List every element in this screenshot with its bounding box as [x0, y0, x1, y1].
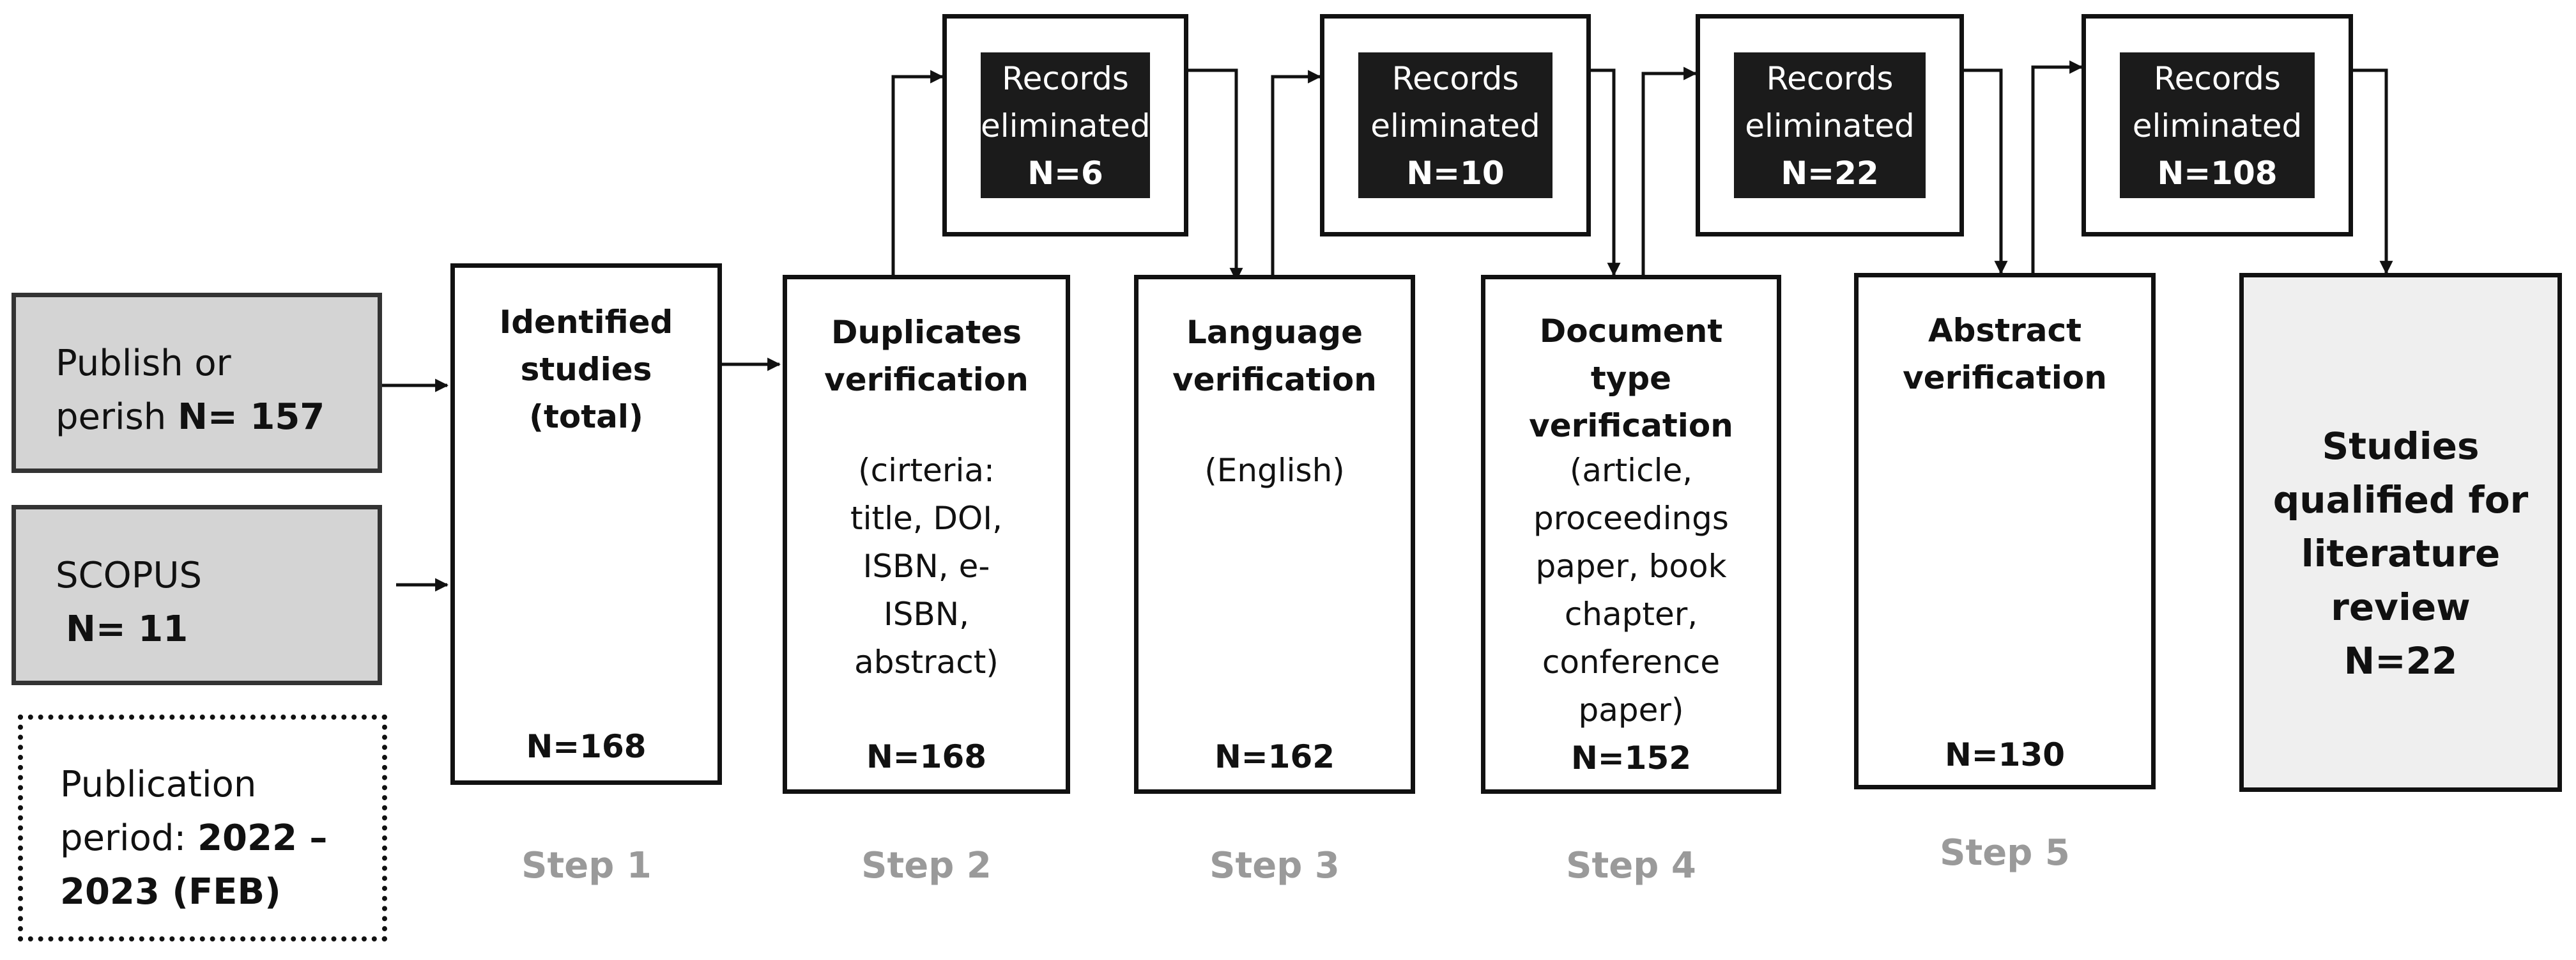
- elim-label: eliminated: [1745, 107, 1915, 144]
- step-count: N=130: [1944, 736, 2066, 773]
- step-criteria: ISBN,: [883, 596, 970, 633]
- elim-label: Records: [1766, 60, 1894, 97]
- source-scopus: SCOPUS N= 11: [12, 505, 382, 685]
- step-criteria: (article,: [1569, 452, 1693, 489]
- period-label: Publication: [60, 764, 257, 805]
- elim-label: Records: [2154, 60, 2281, 97]
- step4-box: Document type verification (article, pro…: [1481, 275, 1781, 794]
- source-count: N= 11: [66, 608, 188, 650]
- step-label-2: Step 2: [861, 845, 992, 886]
- publication-period-note: Publication period: 2022 – 2023 (FEB): [18, 715, 387, 941]
- source-label: SCOPUS: [56, 555, 203, 596]
- step-criteria: proceedings: [1533, 500, 1729, 537]
- step-criteria: paper, book: [1535, 548, 1727, 585]
- step2-box: Duplicates verification (cirteria: title…: [783, 275, 1070, 794]
- step-title: Identified: [499, 304, 673, 341]
- arrow-step5-to-elim4: [2031, 60, 2083, 273]
- source-publish-or-perish: Publish or perish N= 157: [12, 293, 382, 473]
- elim-count: N=6: [1027, 155, 1103, 192]
- step-title: type: [1590, 360, 1672, 397]
- step-criteria: ISBN, e-: [862, 548, 990, 585]
- step-criteria: (cirteria:: [858, 452, 995, 489]
- arrow-elim2-to-step4: [1590, 68, 1621, 277]
- step3-box: Language verification (English) N=162: [1134, 275, 1415, 794]
- step-title: Abstract: [1928, 312, 2082, 349]
- step-label-1: Step 1: [521, 845, 652, 886]
- source-count: N= 157: [178, 396, 325, 438]
- step-title: verification: [824, 361, 1029, 398]
- final-text: Studies: [2322, 424, 2480, 468]
- step-criteria: paper): [1578, 692, 1684, 729]
- step-criteria: conference: [1542, 644, 1721, 681]
- step-criteria: (English): [1204, 452, 1345, 489]
- step-title: (total): [529, 398, 643, 435]
- elim-label: Records: [1392, 60, 1519, 97]
- step-title: studies: [520, 351, 652, 388]
- source-label: Publish or: [56, 343, 231, 384]
- elim-label: Records: [1002, 60, 1129, 97]
- period-end: 2023 (FEB): [60, 871, 281, 913]
- step-criteria: abstract): [854, 644, 999, 681]
- elim-count: N=22: [1781, 155, 1879, 192]
- step-label-5: Step 5: [1940, 832, 2070, 874]
- arrow-step3-to-elim2: [1271, 70, 1322, 275]
- final-text: literature: [2301, 532, 2501, 575]
- arrow-elim1-to-step3: [1186, 68, 1243, 282]
- step-criteria: title, DOI,: [850, 500, 1003, 537]
- records-eliminated-box-2: Records eliminated N=10: [1320, 14, 1591, 236]
- step-count: N=168: [866, 738, 987, 775]
- step-title: Document: [1539, 313, 1723, 350]
- final-count: N=22: [2343, 639, 2458, 683]
- elim-count: N=10: [1406, 155, 1505, 192]
- final-text: review: [2331, 585, 2471, 629]
- records-eliminated-box-4: Records eliminated N=108: [2082, 14, 2353, 236]
- step-count: N=168: [526, 728, 647, 765]
- arrow-step4-to-elim3: [1641, 66, 1698, 275]
- step-title: verification: [1903, 359, 2107, 396]
- step-count: N=152: [1570, 739, 1692, 777]
- step-label-3: Step 3: [1209, 845, 1340, 886]
- records-eliminated-box-3: Records eliminated N=22: [1696, 14, 1964, 236]
- step-title: verification: [1172, 361, 1377, 398]
- step-criteria: chapter,: [1564, 596, 1698, 633]
- step-title: Language: [1186, 314, 1363, 351]
- elim-count: N=108: [2157, 155, 2278, 192]
- elim-label: eliminated: [981, 107, 1151, 144]
- elim-label: eliminated: [2132, 107, 2303, 144]
- step1-box: Identified studies (total) N=168: [450, 263, 722, 785]
- step-count: N=162: [1214, 738, 1335, 775]
- source-label-cont: perish: [56, 396, 178, 438]
- records-eliminated-box-1: Records eliminated N=6: [942, 14, 1188, 236]
- arrow-elim3-to-step5: [1961, 68, 2008, 275]
- step5-box: Abstract verification N=130: [1854, 273, 2156, 789]
- period-label-cont: period:: [60, 817, 198, 859]
- final-text: qualified for: [2273, 478, 2529, 522]
- arrow-elim4-to-final: [2351, 68, 2393, 275]
- period-start: 2022 –: [197, 817, 328, 859]
- arrow-step2-to-elim1: [891, 70, 944, 275]
- elim-label: eliminated: [1370, 107, 1540, 144]
- step-title: Duplicates: [831, 314, 1022, 351]
- step-title: verification: [1529, 407, 1733, 444]
- final-qualified-box: Studies qualified for literature review …: [2239, 273, 2562, 792]
- step-label-4: Step 4: [1566, 845, 1696, 886]
